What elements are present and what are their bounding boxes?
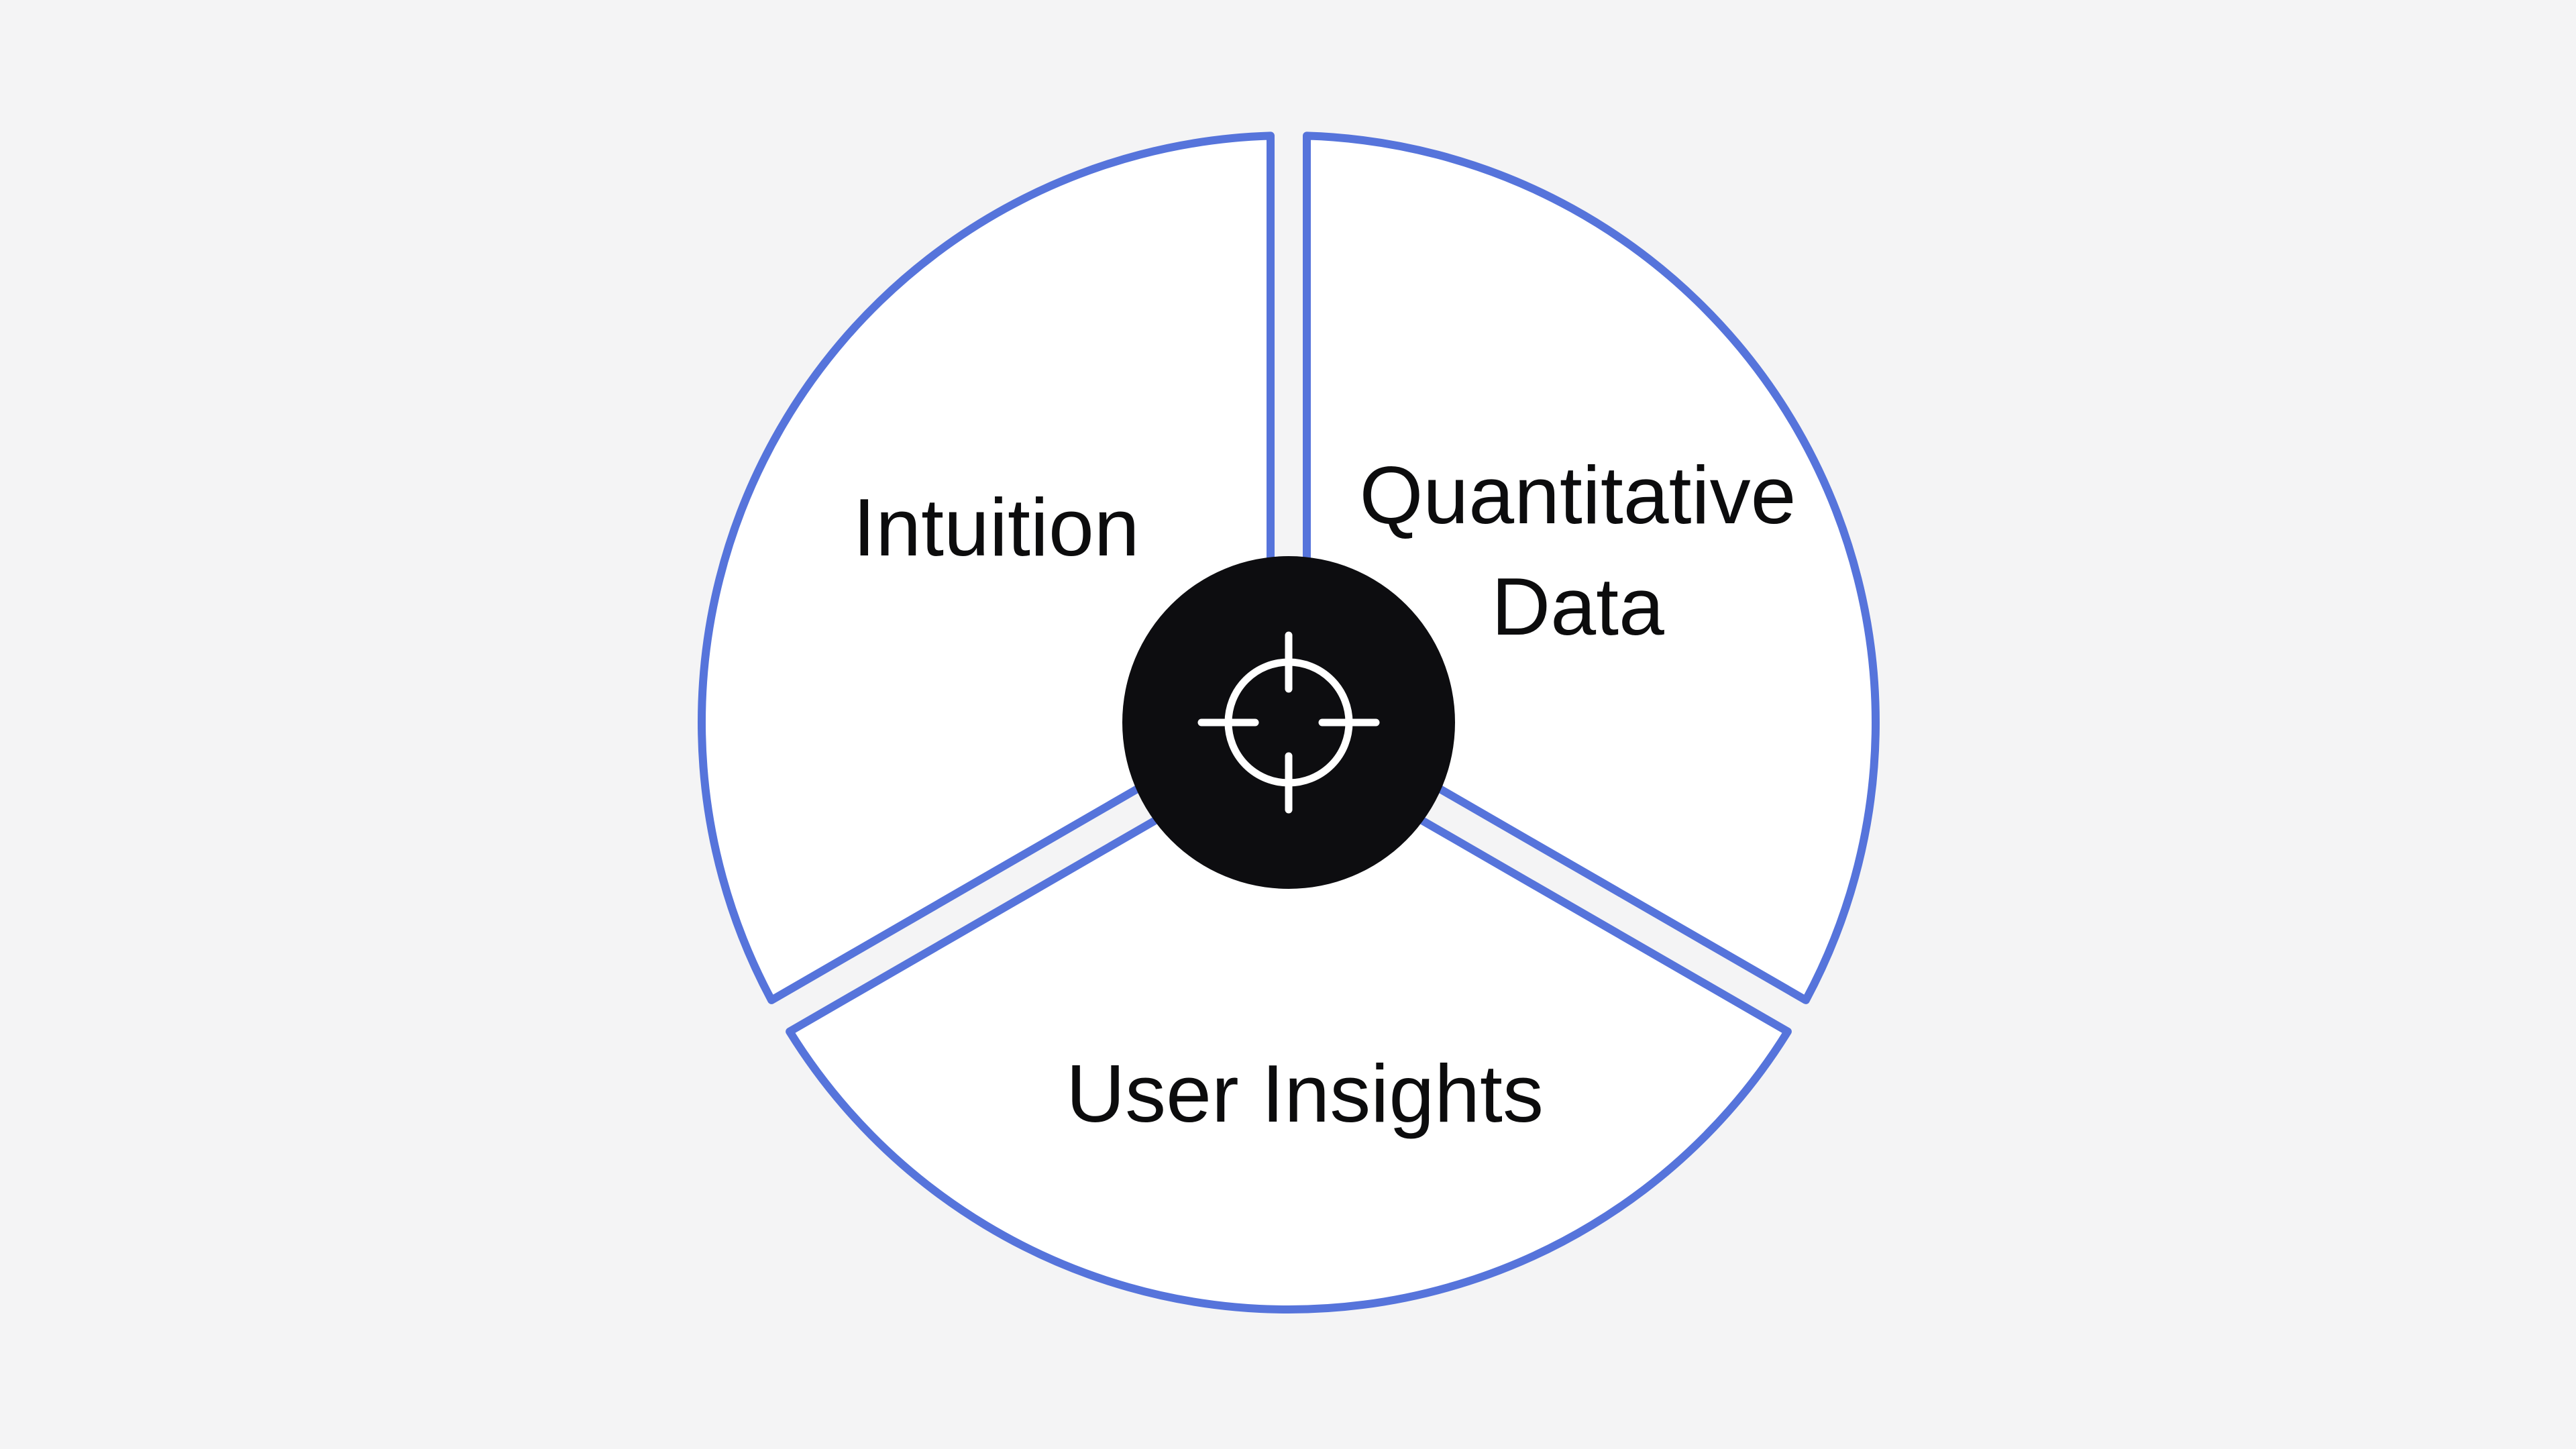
center-disc <box>1122 556 1455 889</box>
segment-user-insights <box>786 734 1792 1313</box>
label-quantitative: Quantitative <box>1359 449 1796 541</box>
label-intuition: Intuition <box>853 482 1139 573</box>
label-user-insights: User Insights <box>1066 1048 1544 1139</box>
target-crosshair-icon <box>1197 631 1380 814</box>
label-data: Data <box>1491 561 1664 652</box>
